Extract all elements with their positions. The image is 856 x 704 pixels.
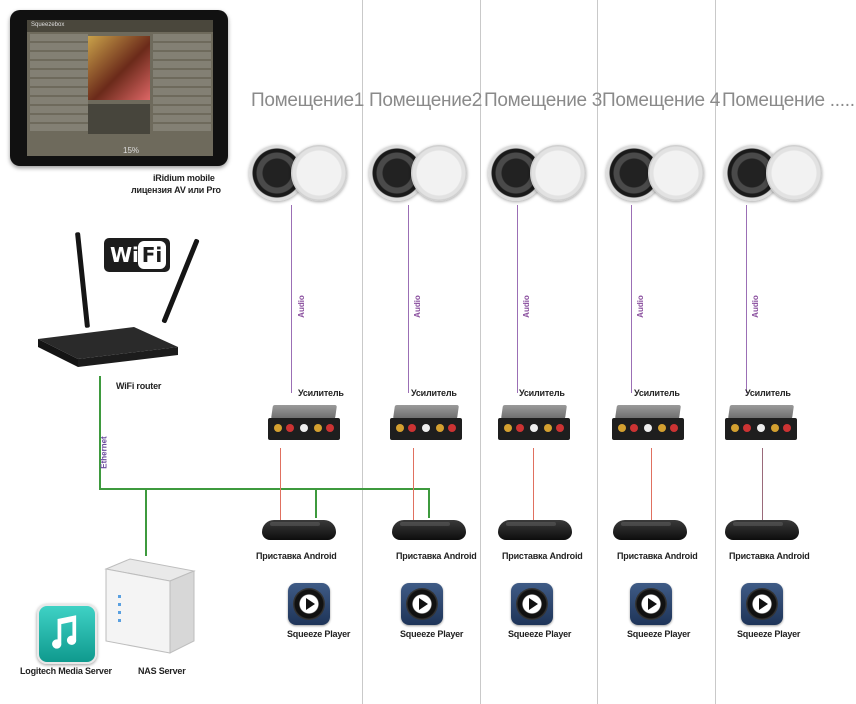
- ethernet-drop-room1: [315, 488, 317, 518]
- squeeze-player-label-room5: Squeeze Player: [737, 629, 801, 639]
- tablet-app-bar: [27, 20, 213, 32]
- squeeze-player-icon: [741, 583, 783, 625]
- room-title-1: Помещение1: [251, 90, 365, 111]
- tablet-track-list: [153, 34, 211, 138]
- room-divider-1: [362, 0, 363, 704]
- amplifier-label-room1: Усилитель: [298, 388, 344, 398]
- android-box-icon: [262, 516, 336, 542]
- speaker-grille-icon: [411, 145, 467, 201]
- ethernet-drop-room2: [428, 488, 430, 518]
- router-icon: [38, 327, 178, 367]
- signal-line-room1: [280, 448, 281, 520]
- squeeze-player-icon: [511, 583, 553, 625]
- android-box-icon: [392, 516, 466, 542]
- amplifier-label-room5: Усилитель: [745, 388, 791, 398]
- signal-line-room2: [413, 448, 414, 520]
- audio-label-room4: Audio: [635, 295, 645, 318]
- nas-server-label: NAS Server: [138, 666, 186, 676]
- room-divider-3: [597, 0, 598, 704]
- android-box-label-room4: Приставка Android: [617, 551, 698, 561]
- android-box-icon: [613, 516, 687, 542]
- android-box-icon: [498, 516, 572, 542]
- audio-line-room4: [631, 205, 632, 393]
- android-box-label-room2: Приставка Android: [396, 551, 477, 561]
- speaker-grille-icon: [291, 145, 347, 201]
- amplifier-icon: [390, 405, 462, 441]
- playback-controls: [88, 104, 150, 134]
- speaker-grille-icon: [648, 145, 704, 201]
- signal-line-room4: [651, 448, 652, 520]
- room-title-4: Помещение 4: [602, 90, 721, 111]
- audio-label-room1: Audio: [296, 295, 306, 318]
- amplifier-icon: [612, 405, 684, 441]
- music-note-icon: [37, 604, 97, 664]
- iridium-label-2: лицензия AV или Pro: [131, 185, 221, 195]
- audio-label-room3: Audio: [521, 295, 531, 318]
- amplifier-label-room3: Усилитель: [519, 388, 565, 398]
- audio-line-room5: [746, 205, 747, 393]
- squeeze-player-icon: [401, 583, 443, 625]
- speaker-grille-icon: [530, 145, 586, 201]
- room-title-3: Помещение 3: [484, 90, 603, 111]
- lms-label: Logitech Media Server: [20, 666, 112, 676]
- audio-line-room2: [408, 205, 409, 393]
- ethernet-line-horizontal: [99, 488, 430, 490]
- tablet-library-list: [30, 34, 88, 138]
- android-box-label-room3: Приставка Android: [502, 551, 583, 561]
- room-divider-2: [480, 0, 481, 704]
- squeeze-player-label-room2: Squeeze Player: [400, 629, 464, 639]
- android-box-icon: [725, 516, 799, 542]
- wifi-badge: Wi Fi: [104, 238, 170, 272]
- wifi-wi-text: Wi: [110, 243, 139, 267]
- amplifier-icon: [498, 405, 570, 441]
- room-title-5: Помещение ......: [722, 90, 856, 111]
- ethernet-drop-nas: [145, 488, 147, 556]
- amplifier-label-room2: Усилитель: [411, 388, 457, 398]
- room-title-2: Помещение2: [369, 90, 483, 111]
- signal-line-room3: [533, 448, 534, 520]
- tablet-screen: Squeezebox 15%: [27, 20, 213, 156]
- ethernet-label: Ethernet: [99, 436, 109, 469]
- wifi-router-label: WiFi router: [116, 381, 162, 391]
- wifi-fi-text: Fi: [138, 241, 166, 269]
- squeeze-player-label-room4: Squeeze Player: [627, 629, 691, 639]
- signal-line-room5: [762, 448, 763, 520]
- audio-line-room1: [291, 205, 292, 393]
- audio-label-room5: Audio: [750, 295, 760, 318]
- android-box-label-room5: Приставка Android: [729, 551, 810, 561]
- squeeze-player-icon: [630, 583, 672, 625]
- squeeze-player-icon: [288, 583, 330, 625]
- amplifier-icon: [725, 405, 797, 441]
- nas-server-icon: [104, 558, 196, 654]
- tablet-device: Squeezebox 15%: [10, 10, 228, 166]
- squeeze-player-label-room3: Squeeze Player: [508, 629, 572, 639]
- amplifier-icon: [268, 405, 340, 441]
- tablet-app-header: Squeezebox: [31, 22, 65, 28]
- album-cover: [88, 36, 150, 100]
- room-divider-4: [715, 0, 716, 704]
- tablet-volume: 15%: [123, 146, 140, 155]
- audio-line-room3: [517, 205, 518, 393]
- audio-label-room2: Audio: [412, 295, 422, 318]
- amplifier-label-room4: Усилитель: [634, 388, 680, 398]
- router-antenna-left: [74, 232, 91, 328]
- android-box-label-room1: Приставка Android: [256, 551, 337, 561]
- squeeze-player-label-room1: Squeeze Player: [287, 629, 351, 639]
- ethernet-line-vertical: [99, 376, 101, 490]
- speaker-grille-icon: [766, 145, 822, 201]
- iridium-label-1: iRidium mobile: [153, 173, 215, 183]
